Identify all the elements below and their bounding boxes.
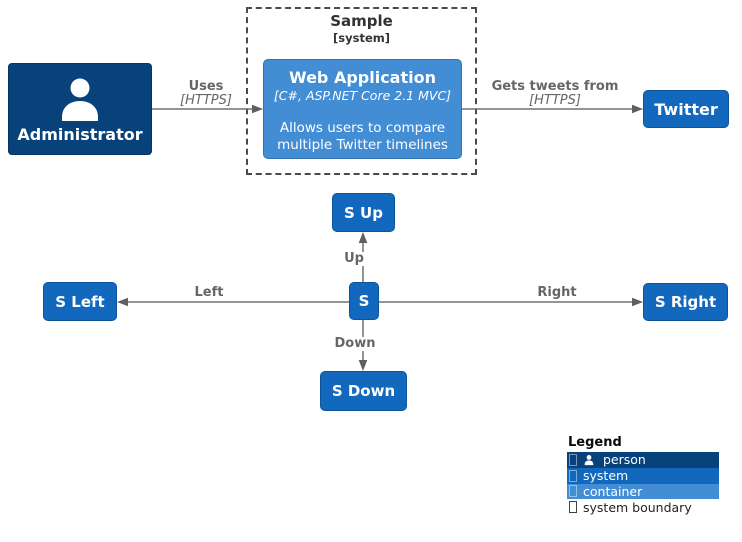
- person-node-label: Administrator: [17, 124, 143, 144]
- system-node-s-left[interactable]: S Left: [43, 282, 117, 321]
- system-node-s[interactable]: S: [349, 282, 379, 320]
- up-relationship-label: Up: [333, 252, 375, 266]
- right-relationship-label: Right: [525, 286, 589, 300]
- legend-row-label: system boundary: [583, 499, 692, 515]
- glyph-box-icon: [569, 501, 577, 514]
- left-relationship-label: Left: [177, 286, 241, 300]
- twitter-node-label: Twitter: [654, 99, 718, 119]
- container-technology: [C#, ASP.NET Core 2.1 MVC]: [273, 88, 452, 104]
- uses-relationship-label: Uses [HTTPS]: [180, 79, 232, 108]
- system-boundary: Sample [system]: [246, 7, 477, 175]
- legend: person system container system boundary: [567, 452, 719, 516]
- system-node-twitter[interactable]: Twitter: [643, 90, 729, 128]
- person-icon: [62, 78, 98, 121]
- s-label: S: [358, 292, 370, 310]
- person-node-administrator[interactable]: Administrator: [8, 63, 152, 155]
- s-left-label: S Left: [55, 292, 105, 311]
- legend-row-system: system: [567, 467, 719, 484]
- right-arrow: [378, 297, 643, 307]
- gets-tweets-relationship-label: Gets tweets from [HTTPS]: [491, 79, 619, 108]
- down-relationship-label: Down: [328, 337, 382, 351]
- glyph-box-icon: [569, 453, 577, 466]
- legend-row-system-boundary: system boundary: [567, 499, 719, 516]
- system-node-s-up[interactable]: S Up: [332, 193, 395, 232]
- system-node-s-right[interactable]: S Right: [643, 283, 728, 321]
- person-icon: [584, 454, 594, 466]
- legend-row-container: container: [567, 483, 719, 500]
- boundary-title: Sample: [330, 12, 393, 30]
- container-node-web-application[interactable]: Web Application [C#, ASP.NET Core 2.1 MV…: [263, 59, 462, 159]
- boundary-subtitle: [system]: [333, 31, 390, 45]
- legend-row-label: system: [583, 468, 629, 484]
- s-right-label: S Right: [654, 293, 717, 311]
- legend-row-label: person: [603, 452, 646, 468]
- glyph-box-icon: [569, 485, 577, 498]
- legend-row-person: person: [567, 452, 719, 468]
- legend-row-label: container: [583, 483, 643, 499]
- glyph-box-icon: [569, 469, 577, 482]
- container-description: Allows users to compare multiple Twitter…: [277, 119, 448, 153]
- s-up-label: S Up: [344, 203, 383, 222]
- system-node-s-down[interactable]: S Down: [320, 371, 407, 411]
- container-title: Web Application: [288, 68, 436, 87]
- legend-title: Legend: [568, 435, 622, 450]
- s-down-label: S Down: [331, 382, 396, 400]
